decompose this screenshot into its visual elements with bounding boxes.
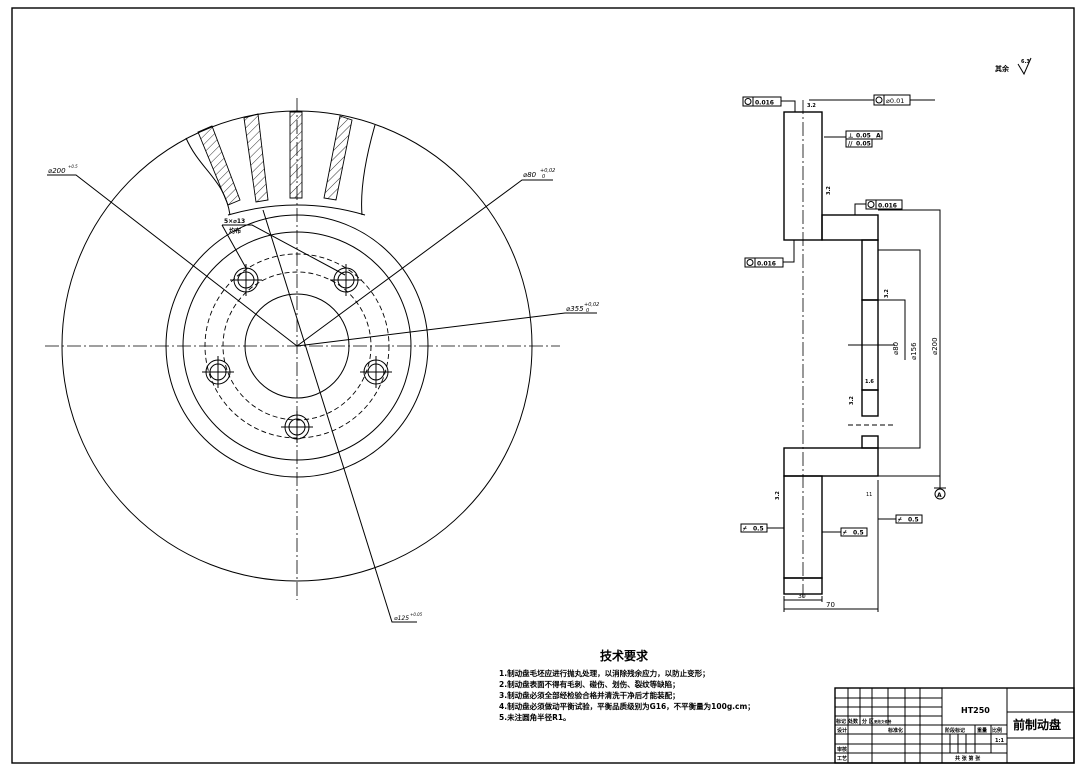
svg-text:3.2: 3.2: [884, 289, 890, 298]
dim-200: ⌀200: [931, 337, 939, 355]
dim-outer-diameter: ⌀200: [48, 167, 66, 175]
fcf-lower-left: 0.016: [744, 240, 795, 268]
svg-text://: //: [848, 141, 853, 148]
drawing-border: [11, 7, 1075, 764]
section-view: 其余 6.3 ⌀80 ⌀156: [740, 57, 1032, 612]
dim-125: ⌀125: [394, 615, 409, 622]
dim-bore-diameter: ⌀80: [523, 171, 537, 179]
requirement-item: 2.制动盘表面不得有毛刺、碰伤、划伤、裂纹等缺陷；: [499, 679, 680, 690]
svg-text:设计: 设计: [837, 727, 847, 734]
svg-text:3.2: 3.2: [849, 396, 855, 405]
svg-text:共 张 第 张: 共 张 第 张: [955, 755, 981, 762]
upper-hub: [861, 239, 879, 301]
fcf-runout-mid: ⌿ 0.5: [822, 527, 868, 537]
svg-text:0.5: 0.5: [853, 530, 864, 537]
svg-text:0.016: 0.016: [757, 261, 776, 268]
fcf-runout-right: ⌿ 0.5: [878, 514, 923, 524]
material: HT250: [961, 706, 990, 715]
svg-text:处数: 处数: [847, 718, 859, 725]
svg-text:⌿: ⌿: [843, 530, 847, 537]
fcf-perpendicularity: ⊥ 0.05 A // 0.05: [824, 130, 883, 148]
svg-text:6.3: 6.3: [1021, 59, 1030, 65]
svg-text:审核: 审核: [837, 746, 847, 753]
svg-text:+0.05: +0.05: [410, 612, 423, 617]
technical-requirements: 技术要求 1.制动盘毛坯应进行抛丸处理，以消除残余应力，以防止变形； 2.制动盘…: [499, 648, 755, 722]
datum-a: A: [937, 492, 942, 499]
svg-text:3.2: 3.2: [807, 103, 816, 109]
svg-text:3.2: 3.2: [826, 186, 832, 195]
svg-text:0: 0: [542, 174, 545, 180]
requirement-item: 4.制动盘必须做动平衡试验，平衡品质级别为G16，不平衡量为100g.cm；: [499, 701, 755, 712]
fcf-runout-left: ⌿ 0.5: [740, 523, 784, 533]
svg-text:0.5: 0.5: [753, 526, 764, 533]
vane-sections: [197, 111, 353, 206]
svg-text:分 区: 分 区: [862, 718, 874, 725]
svg-text:比例: 比例: [992, 727, 1002, 734]
svg-text:+0.5: +0.5: [68, 164, 78, 169]
svg-text:⌿: ⌿: [898, 517, 902, 524]
svg-text:标记: 标记: [835, 718, 846, 725]
svg-text:A: A: [876, 133, 881, 140]
cutaway-edge-right: [361, 124, 376, 216]
svg-text:1:1: 1:1: [995, 738, 1004, 744]
requirement-item: 3.制动盘必须全部经检验合格并清洗干净后才能装配；: [499, 690, 680, 701]
title-block: [834, 687, 1075, 764]
part-name: 前制动盘: [1013, 717, 1061, 732]
svg-text:0.016: 0.016: [755, 100, 774, 107]
lower-web: [783, 447, 879, 477]
svg-text:工艺: 工艺: [837, 755, 847, 762]
svg-text:3.2: 3.2: [775, 491, 781, 500]
fcf-top-left: 0.016: [742, 96, 796, 112]
fcf-concentric: ⌀0.01: [809, 94, 935, 106]
svg-text:均布: 均布: [229, 227, 241, 235]
dim-80: ⌀80: [892, 342, 900, 355]
dim-70: 70: [826, 601, 835, 609]
svg-text:0.05: 0.05: [856, 141, 871, 148]
fcf-mid: 0.016: [854, 199, 903, 215]
dim-30: 30: [798, 593, 806, 600]
front-view: ⌀200 +0.5 ⌀80 +0,02 0 ⌀355 +0,02 0 5×⌀13…: [45, 98, 599, 623]
svg-text:更改文件号: 更改文件号: [874, 719, 892, 724]
dim-11: 11: [866, 492, 872, 498]
svg-text:重量: 重量: [977, 727, 987, 734]
bore-circle: [244, 293, 350, 399]
svg-text:0.05: 0.05: [856, 133, 871, 140]
svg-text:0: 0: [586, 308, 589, 314]
upper-web: [821, 214, 879, 241]
lower-hub: [861, 389, 879, 417]
svg-text:1.6: 1.6: [865, 379, 874, 385]
roughness-symbol-icon: [1017, 57, 1032, 76]
svg-text:阶段标记: 阶段标记: [945, 727, 965, 734]
leader-lines: [47, 174, 597, 623]
svg-text:⌿: ⌿: [743, 526, 747, 533]
general-roughness-label: 其余: [995, 64, 1010, 73]
dim-156: ⌀156: [910, 342, 918, 360]
svg-text:0.016: 0.016: [878, 203, 897, 210]
svg-text:0.5: 0.5: [908, 517, 919, 524]
svg-text:⊥: ⊥: [848, 133, 853, 140]
requirements-title: 技术要求: [600, 648, 649, 663]
svg-text:+0,02: +0,02: [540, 168, 555, 174]
requirement-item: 1.制动盘毛坯应进行抛丸处理，以消除残余应力，以防止变形；: [499, 668, 710, 679]
dim-pcd: ⌀355: [566, 305, 584, 313]
outer-circle: [61, 110, 533, 582]
dim-bolt-holes: 5×⌀13: [224, 218, 245, 225]
hub-outer-circle: [165, 214, 429, 478]
svg-text:+0,02: +0,02: [584, 302, 599, 308]
hub-step-circle: [182, 231, 412, 461]
svg-text:标准化: 标准化: [887, 727, 903, 734]
requirement-item: 5.未注圆角半径R1。: [499, 712, 571, 722]
svg-text:⌀0.01: ⌀0.01: [886, 97, 904, 105]
